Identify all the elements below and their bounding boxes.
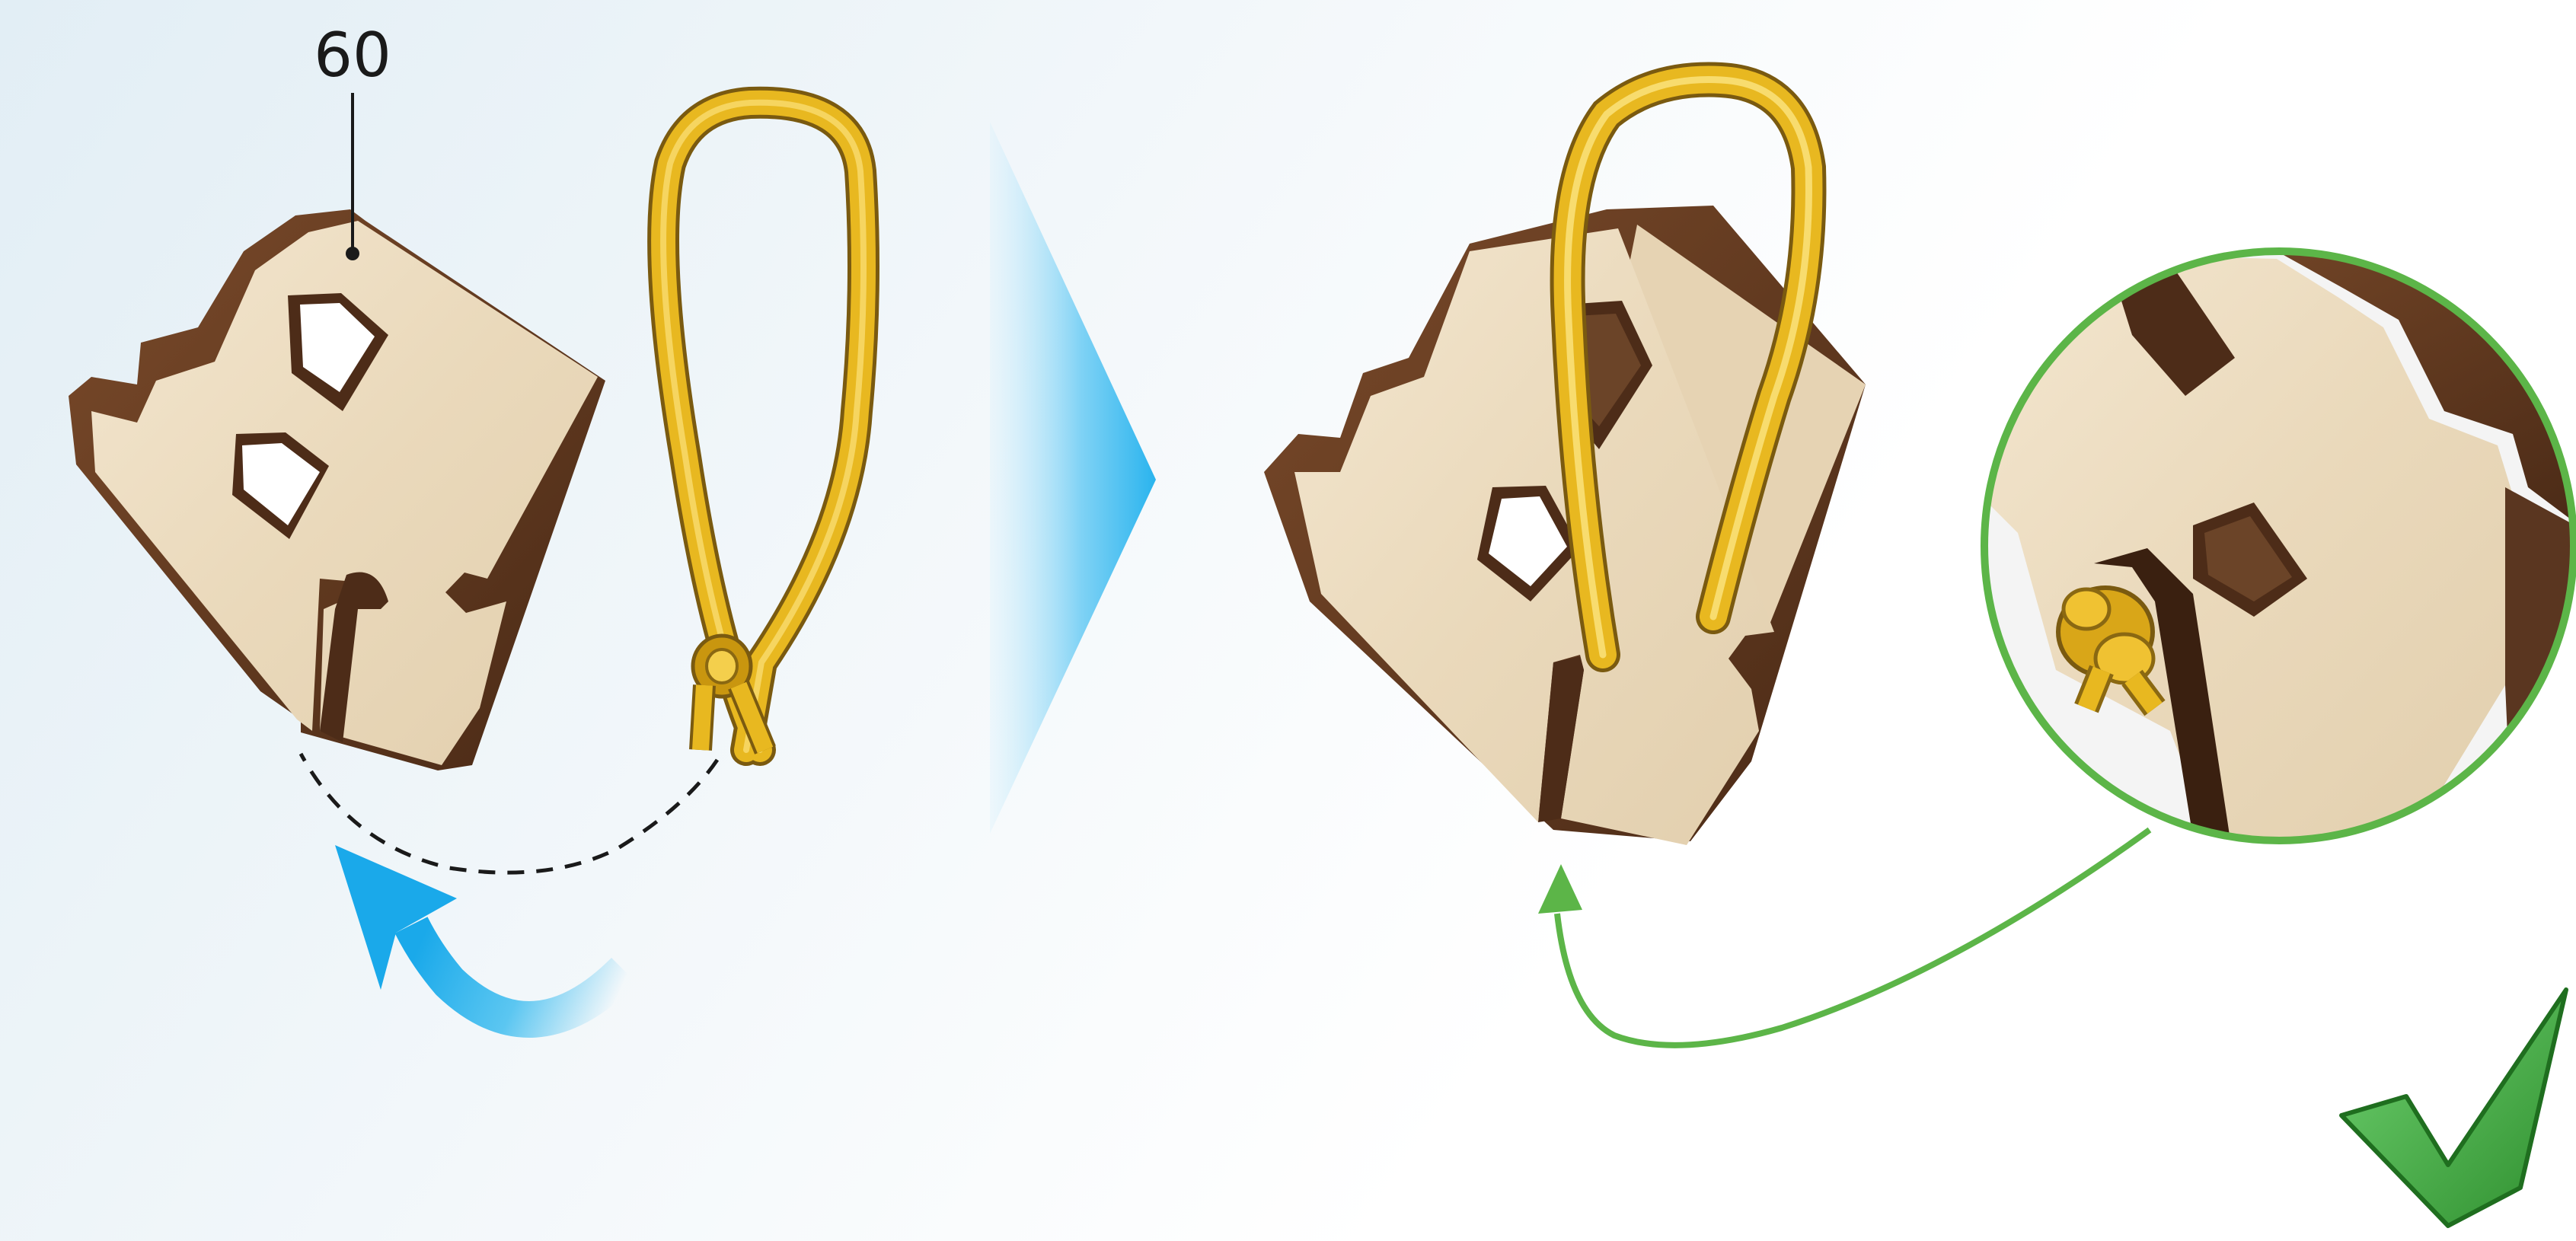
insertion-path-dashed <box>301 754 717 873</box>
wood-part-60 <box>69 209 605 770</box>
cord-loop <box>663 103 863 750</box>
step-chevron <box>990 122 1156 834</box>
callout-leader-arrow <box>1538 830 2150 1045</box>
correct-checkmark-icon <box>2341 990 2566 1226</box>
